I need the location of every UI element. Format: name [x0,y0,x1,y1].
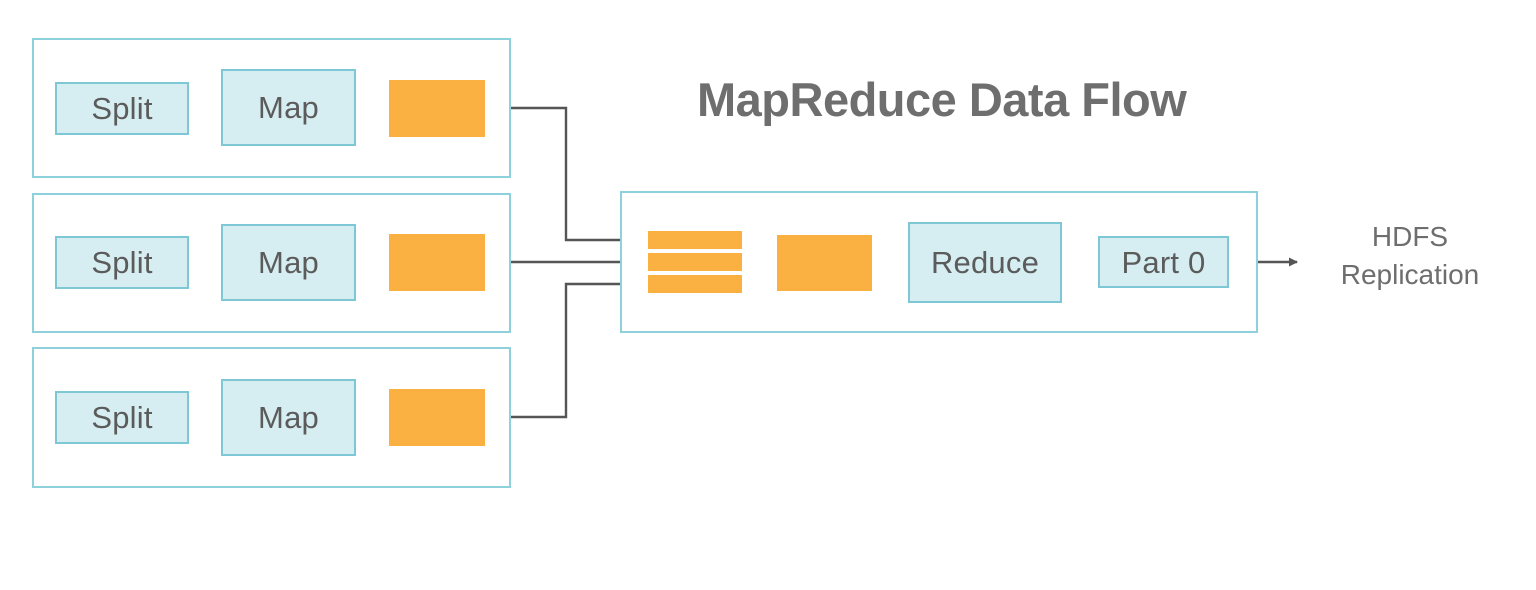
hdfs-line-1: HDFS [1371,221,1449,252]
hdfs-replication-label: HDFS Replication [1300,218,1520,294]
split-box-1[interactable]: Split [55,82,189,135]
map-label-3: Map [258,400,319,435]
map-label-2: Map [258,245,319,280]
split-label-2: Split [91,245,153,280]
map-output-block-1[interactable] [389,80,485,137]
merge-bar-1[interactable] [648,231,742,249]
map-output-block-3[interactable] [389,389,485,446]
split-box-3[interactable]: Split [55,391,189,444]
map-output-block-2[interactable] [389,234,485,291]
map-box-3[interactable]: Map [221,379,356,456]
map-box-2[interactable]: Map [221,224,356,301]
split-box-2[interactable]: Split [55,236,189,289]
split-label-1: Split [91,91,153,126]
reduce-label: Reduce [930,245,1040,280]
merge-bar-3[interactable] [648,275,742,293]
part-output-box[interactable]: Part 0 [1098,236,1229,288]
map-box-1[interactable]: Map [221,69,356,146]
hdfs-line-2: Replication [1340,258,1480,290]
map-label-1: Map [258,90,319,125]
reduce-box[interactable]: Reduce [908,222,1062,303]
split-label-3: Split [91,400,153,435]
page-title: MapReduce Data Flow [697,73,1187,126]
part-output-label: Part 0 [1121,244,1206,280]
merge-bar-2[interactable] [648,253,742,271]
sort-block[interactable] [777,235,872,291]
